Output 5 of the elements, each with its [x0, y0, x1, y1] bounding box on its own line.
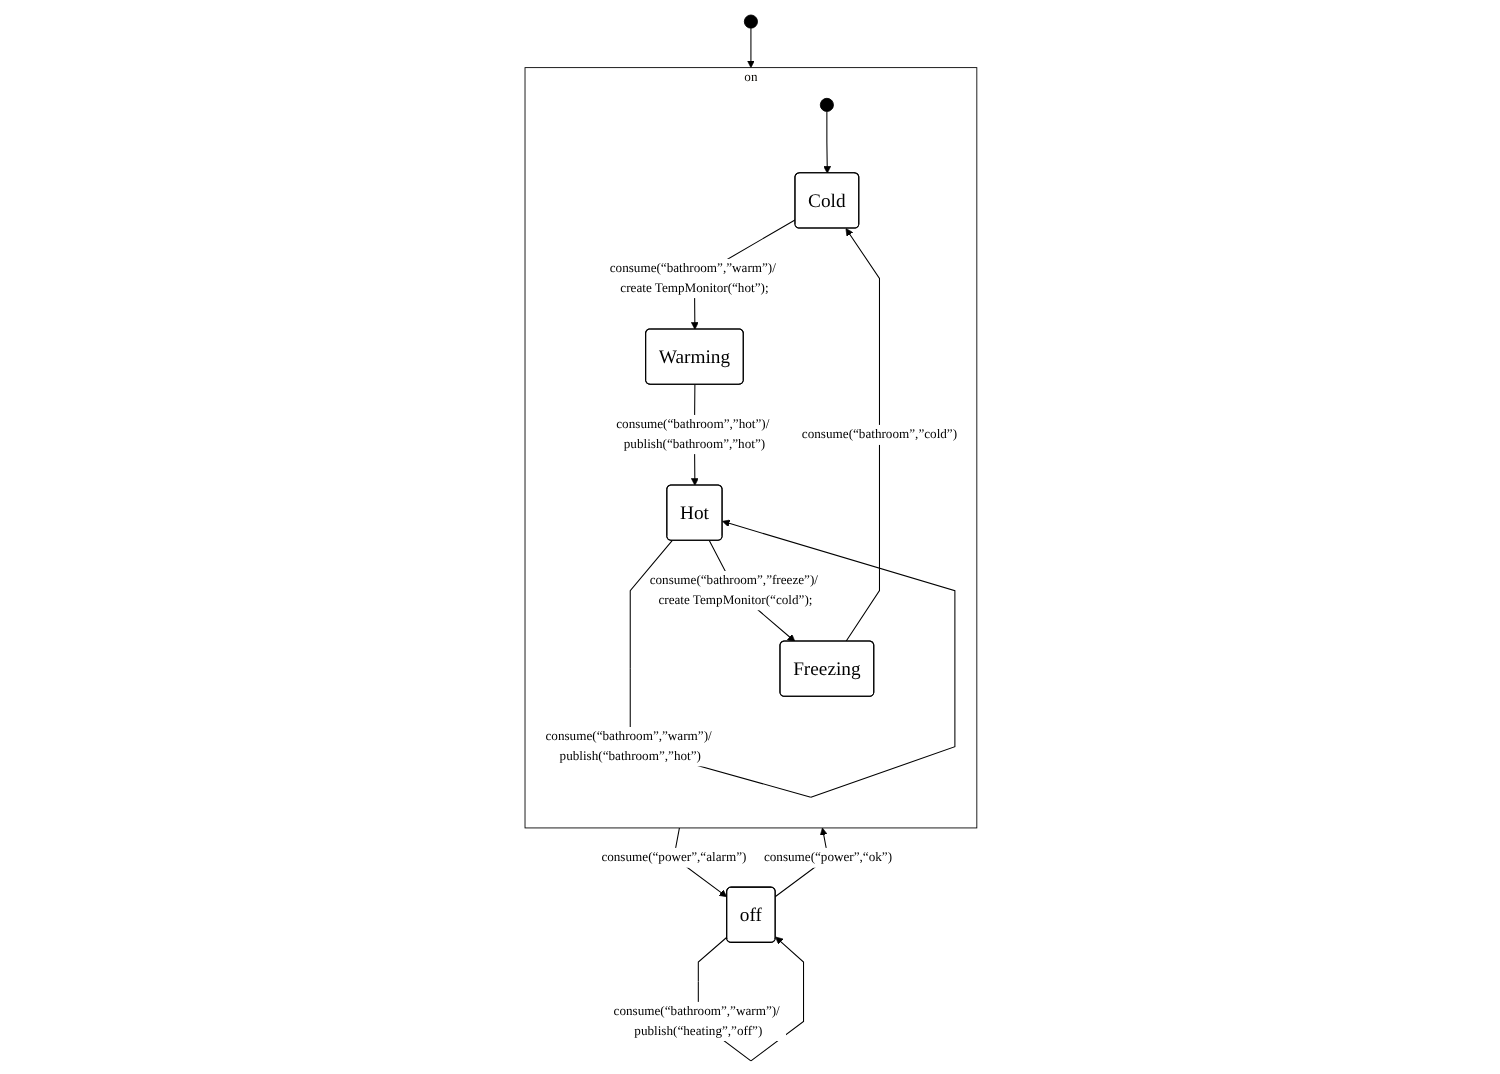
arrow [746, 26, 754, 67]
arrow [822, 109, 831, 173]
node-circle [818, 96, 833, 111]
node-circle [742, 13, 757, 28]
arrow [844, 227, 880, 642]
